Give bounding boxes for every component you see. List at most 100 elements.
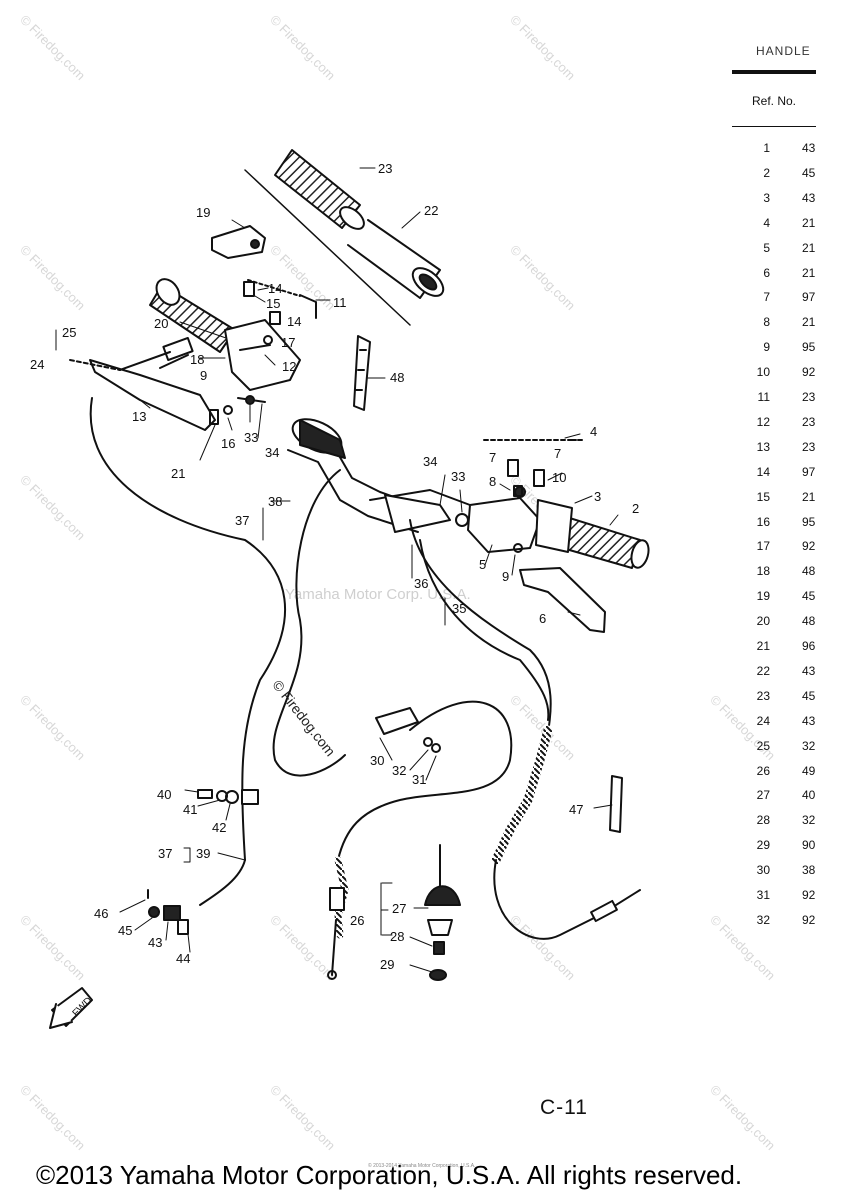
callout-38: 38 [268,494,283,509]
part-number-fragment: 48 [802,614,816,629]
callout-37b: 37 [158,846,173,861]
bracket-19 [211,225,266,259]
callout-45: 45 [118,923,133,938]
strap-48 [353,335,371,411]
grip-sleeve-22 [347,219,445,299]
ref-number: 25 [756,738,770,753]
ref-number: 17 [756,539,770,554]
part-number-fragment: 21 [802,265,816,280]
part-number-fragment: 43 [802,713,816,728]
callout-21: 21 [171,466,186,481]
callout-41: 41 [183,802,198,817]
table-row: 31 92 [740,888,816,906]
callout-31: 31 [412,772,427,787]
part-number-fragment: 92 [802,888,816,902]
part-number-fragment: 32 [802,738,816,753]
callout-9b: 9 [502,569,510,584]
callout-20: 20 [154,316,169,331]
table-row: 30 38 [740,863,816,881]
ref-number: 21 [756,639,770,653]
part-number-fragment: 97 [802,464,816,479]
part-number-fragment: 21 [802,315,816,330]
handlebar-tube [287,418,471,533]
callout-36: 36 [414,576,429,591]
ref-number: 30 [756,863,770,878]
brake-cable-coiled [491,725,641,940]
part-number-fragment: 21 [802,240,816,255]
ref-number: 18 [756,564,770,579]
callout-24: 24 [30,357,45,372]
ref-number: 32 [756,912,770,927]
callout-13: 13 [132,409,147,424]
table-row: 14 97 [740,465,816,483]
callout-7: 7 [489,450,497,465]
part-number-fragment: 45 [802,589,816,604]
left-grip [149,278,236,353]
callout-40: 40 [157,787,172,802]
carb-top-27 [424,844,461,981]
callout-25: 25 [62,325,77,340]
leader-lines [55,167,619,973]
callout-35: 35 [452,601,467,616]
small-fasteners-left [209,281,281,425]
ref-number: 22 [756,663,770,678]
callout-19: 19 [196,205,211,220]
part-number-fragment: 49 [802,763,816,778]
callout-27: 27 [392,901,407,916]
ref-number: 14 [756,464,770,479]
strap-47 [609,775,623,833]
callout-23: 23 [378,161,393,176]
carb-cap-assembly-26 [327,856,349,980]
ref-number: 5 [763,240,770,255]
callout-47: 47 [569,802,584,817]
callout-17: 17 [281,335,296,350]
part-number-fragment: 38 [802,863,816,878]
lower-adjuster-40 [197,789,259,805]
part-number-fragment: 23 [802,414,816,429]
bolts-right [483,439,583,553]
callout-8: 8 [489,474,497,489]
lever-holder-left [224,319,301,391]
ref-number: 31 [756,888,770,902]
part-number-fragment: 97 [802,290,816,305]
part-number-fragment: 43 [802,663,816,678]
callout-16: 16 [221,436,236,451]
part-number-fragment: 32 [802,813,816,828]
callout-18: 18 [190,352,205,367]
table-row: 11 23 [740,390,816,408]
part-number-fragment: 92 [802,539,816,554]
table-rule [732,70,816,74]
cable-36 [419,539,550,721]
part-number-fragment: 90 [802,838,816,853]
part-number-fragment: 40 [802,788,816,803]
ref-number: 9 [763,340,770,355]
callout-2: 2 [632,501,640,516]
part-number-fragment: 23 [802,390,816,404]
part-number-fragment: 43 [802,190,816,205]
ref-number: 19 [756,589,770,604]
ref-no-header: Ref. No. [752,94,797,108]
callout-3: 3 [594,489,602,504]
ref-number: 11 [757,390,770,404]
table-heading: HANDLE [756,44,811,58]
carb-fitting-30 [375,707,441,753]
ref-number: 4 [763,215,770,230]
part-number-fragment: 48 [802,564,816,579]
callout-34b: 34 [423,454,438,469]
callout-10: 10 [552,470,567,485]
callout-37: 37 [235,513,250,528]
